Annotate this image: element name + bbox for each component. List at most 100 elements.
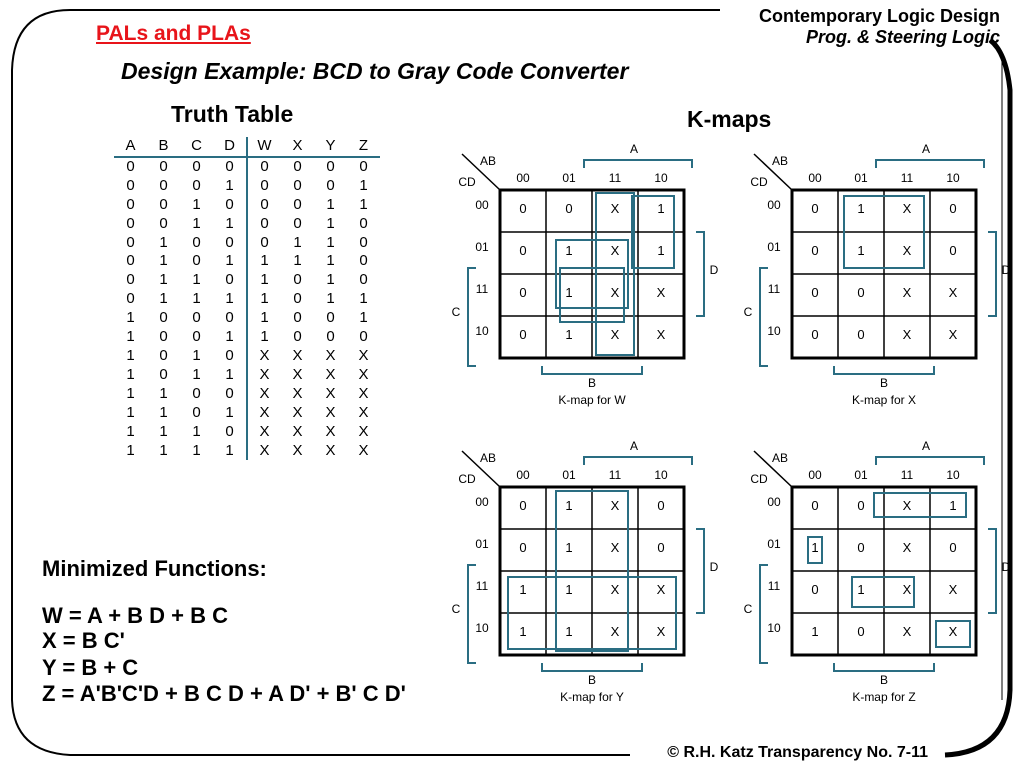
table-cell: X	[325, 422, 336, 440]
table-cell: 1	[326, 214, 335, 232]
kmap-col-header: 00	[516, 468, 530, 482]
table-cell: X	[292, 384, 303, 402]
table-cell: 0	[225, 195, 234, 213]
table-cell: 1	[159, 403, 168, 421]
table-cell: 1	[192, 290, 201, 308]
table-cell: 1	[359, 176, 368, 194]
table-cell: 1	[326, 252, 335, 270]
kmap-row-header: 10	[475, 621, 489, 635]
table-cell: 0	[359, 233, 368, 251]
table-cell: 0	[225, 157, 234, 175]
table-cell: X	[325, 403, 336, 421]
kmap-diagonal	[461, 153, 501, 191]
kmap-cell: 0	[811, 243, 818, 258]
kmap-cell: 0	[949, 540, 956, 555]
kmap-cell: 0	[519, 498, 526, 513]
minimized-heading: Minimized Functions:	[42, 556, 267, 581]
kmap-a-bracket	[875, 159, 985, 168]
kmap-row-header: 10	[767, 621, 781, 635]
kmap-cell: 0	[811, 201, 818, 216]
kmap-caption: K-map for X	[852, 393, 916, 407]
kmap-col-header: 10	[654, 468, 668, 482]
kmap-cd-label: CD	[458, 175, 476, 189]
kmap-b-label: B	[880, 673, 888, 687]
table-cell: 0	[225, 271, 234, 289]
table-cell: 1	[293, 233, 302, 251]
table-cell: 1	[192, 271, 201, 289]
kmap-ab-label: AB	[480, 451, 496, 465]
kmap-cell: X	[657, 285, 666, 300]
kmap-caption: K-map for W	[558, 393, 626, 407]
kmap-cell: 1	[857, 582, 864, 597]
kmap-caption: K-map for Z	[852, 690, 915, 704]
table-cell: X	[292, 441, 303, 459]
kmap-cell: 0	[811, 327, 818, 342]
table-cell: 1	[225, 252, 234, 270]
table-cell: X	[246, 365, 281, 385]
table-cell: X	[246, 403, 281, 423]
kmap-a-label: A	[922, 142, 930, 156]
table-cell: X	[358, 403, 369, 421]
table-cell: 1	[225, 365, 234, 383]
kmap-grouping	[555, 239, 629, 309]
kmap-a-bracket	[875, 456, 985, 465]
kmap-cell: 0	[811, 582, 818, 597]
kmap-d-label: D	[1002, 560, 1011, 574]
kmap-cell: 0	[949, 201, 956, 216]
kmap-c-label: C	[452, 305, 461, 319]
kmap-row-header: 10	[767, 324, 781, 338]
table-cell: 1	[326, 290, 335, 308]
kmap-col-header: 00	[516, 171, 530, 185]
kmap-cell: 0	[519, 540, 526, 555]
table-cell: 0	[225, 309, 234, 327]
kmap-row-header: 11	[476, 282, 489, 296]
kmap-d-bracket	[988, 231, 997, 317]
kmap-a-bracket	[583, 456, 693, 465]
kmap-cell: X	[657, 582, 666, 597]
equation-x: X = B C'	[42, 628, 125, 653]
table-cell: X	[325, 441, 336, 459]
table-cell: 1	[225, 403, 234, 421]
kmap-cell: 0	[519, 243, 526, 258]
kmap-row-header: 01	[767, 537, 781, 551]
slide-title: PALs and PLAs	[96, 22, 251, 45]
table-cell: 1	[159, 422, 168, 440]
equation-y: Y = B + C	[42, 655, 139, 680]
kmap-cell: 1	[857, 201, 864, 216]
table-cell: 0	[126, 176, 135, 194]
kmap-cell: 0	[949, 243, 956, 258]
table-cell: 1	[192, 346, 201, 364]
table-cell: 0	[359, 157, 368, 175]
table-cell: X	[358, 384, 369, 402]
table-cell: 0	[225, 233, 234, 251]
kmap-b-bracket	[541, 366, 643, 375]
table-cell: 1	[246, 252, 281, 272]
kmap-cell: X	[611, 327, 620, 342]
kmap-b-bracket	[833, 366, 935, 375]
table-cell: 1	[126, 422, 135, 440]
table-cell: 0	[246, 176, 281, 196]
kmap-b-bracket	[541, 663, 643, 672]
kmap-cell: X	[903, 327, 912, 342]
kmap-cell: 1	[657, 243, 664, 258]
table-cell: X	[292, 403, 303, 421]
kmap-cell: 1	[565, 624, 572, 639]
table-cell: 0	[293, 176, 302, 194]
kmap-cell: 1	[857, 243, 864, 258]
table-cell: 0	[246, 195, 281, 215]
kmap-row-header: 00	[767, 198, 781, 212]
kmap-cell: 0	[857, 540, 864, 555]
kmap-c-bracket	[759, 564, 768, 664]
table-cell: 1	[225, 176, 234, 194]
table-cell: 1	[126, 309, 135, 327]
kmap-d-bracket	[696, 528, 705, 614]
kmap-cell: X	[657, 327, 666, 342]
table-cell: 1	[359, 309, 368, 327]
kmap-a-label: A	[630, 439, 638, 453]
